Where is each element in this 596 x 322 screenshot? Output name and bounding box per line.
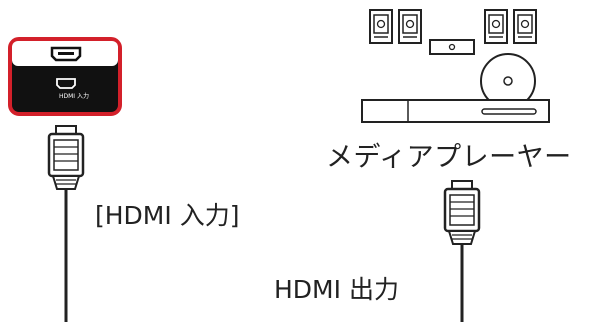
media-player-group [361,9,550,123]
media-player-label: メディアプレーヤー [326,142,572,173]
display-hdmi-panel [8,37,122,116]
speaker-icon [398,9,422,44]
media-player-icon [361,99,550,123]
hdmi-port-icon [56,78,76,89]
hdmi-input-label: [HDMI 入力] [95,201,240,230]
center-speaker-icon [429,39,475,55]
port-caption: HDMI 入力 [59,93,89,100]
hdmi-plug-icon [443,180,481,245]
hdmi-cable-right [443,180,481,322]
speaker-icon [513,9,537,44]
speaker-icon [369,9,393,44]
hdmi-output-label: HDMI 出力 [274,275,399,304]
speaker-icon [484,9,508,44]
hdmi-plug-icon [47,125,85,190]
hdmi-cable-left [47,125,85,322]
